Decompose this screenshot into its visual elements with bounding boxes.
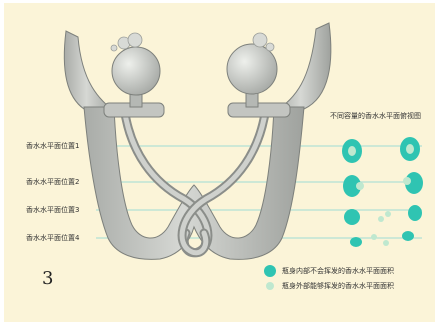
right-neck — [246, 93, 258, 107]
top-view-title: 不同容量的香水水平面俯视图 — [330, 112, 421, 121]
level1-right-inner — [406, 144, 414, 154]
legend-swatch-inner — [264, 265, 276, 277]
level3-left — [344, 209, 360, 225]
top-view-level-3 — [344, 205, 422, 225]
level1-left-inner — [348, 146, 356, 156]
level3-mid-a — [378, 216, 384, 222]
level4-right — [402, 231, 414, 241]
top-view-level-4 — [350, 231, 414, 247]
legend-label-inner: 瓶身内部不会挥发的香水水平面面积 — [282, 267, 394, 276]
level4-mid-b — [383, 240, 389, 246]
right-bulb — [227, 44, 277, 94]
level3-mid-b — [385, 211, 391, 217]
diagram-canvas: 不同容量的香水水平面俯视图 香水水平面位置1 香水水平面位置2 香水水平面位置3… — [4, 3, 435, 322]
left-bulb — [112, 47, 160, 95]
left-bulb-knob-c — [111, 45, 117, 51]
right-horn-arm — [276, 23, 331, 111]
legend-label-outer: 瓶身外部能够挥发的香水水平面面积 — [282, 282, 394, 291]
left-horn-arm — [64, 31, 114, 111]
left-bulb-knob-b — [128, 33, 142, 47]
right-bulb-knob-b — [266, 43, 274, 51]
level-label-1: 香水水平面位置1 — [26, 142, 79, 151]
right-collar — [228, 103, 290, 117]
bottle-body — [84, 107, 304, 259]
level4-left — [350, 237, 362, 247]
right-bulb-knob-a — [253, 33, 267, 47]
level2-left-outer-liquid — [356, 182, 364, 190]
level-label-2: 香水水平面位置2 — [26, 178, 79, 187]
legend-swatch-outer — [266, 282, 274, 290]
level4-mid-a — [371, 234, 377, 240]
top-view-level-1 — [342, 137, 420, 163]
level-label-4: 香水水平面位置4 — [26, 234, 79, 243]
level2-right-outer-liquid — [403, 177, 411, 185]
top-view-level-2 — [343, 172, 423, 197]
figure-number: 3 — [42, 269, 53, 289]
level3-right — [408, 205, 422, 221]
level-label-3: 香水水平面位置3 — [26, 206, 79, 215]
